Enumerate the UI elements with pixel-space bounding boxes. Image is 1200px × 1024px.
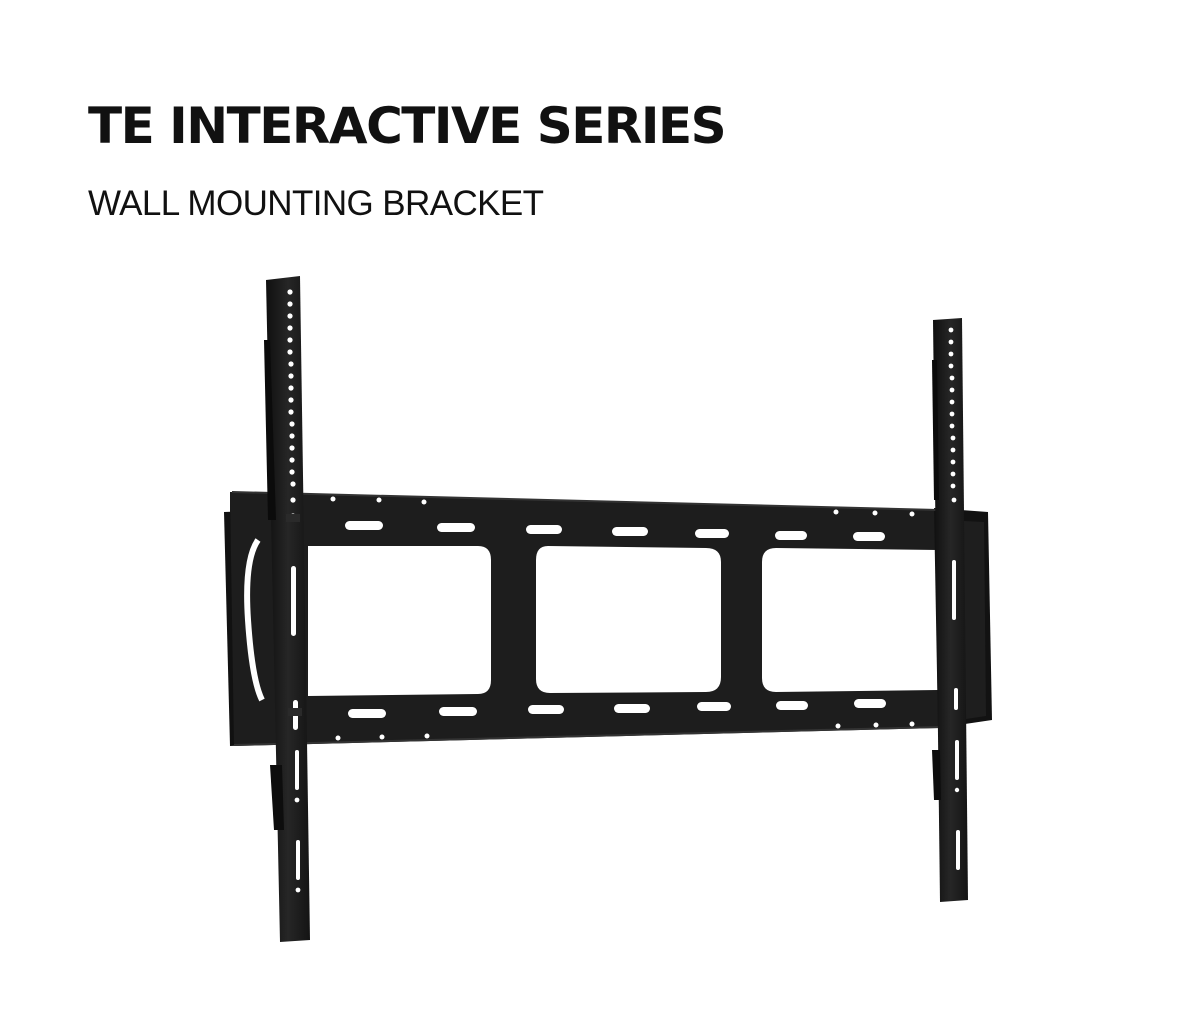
top-rail-slots	[330, 496, 915, 541]
left-vertical-arm	[264, 276, 310, 942]
right-vertical-arm	[932, 318, 968, 902]
bottom-rail-slots	[335, 699, 915, 741]
page-subtitle: WALL MOUNTING BRACKET	[88, 184, 544, 223]
page-title: TE INTERACTIVE SERIES	[88, 97, 727, 155]
